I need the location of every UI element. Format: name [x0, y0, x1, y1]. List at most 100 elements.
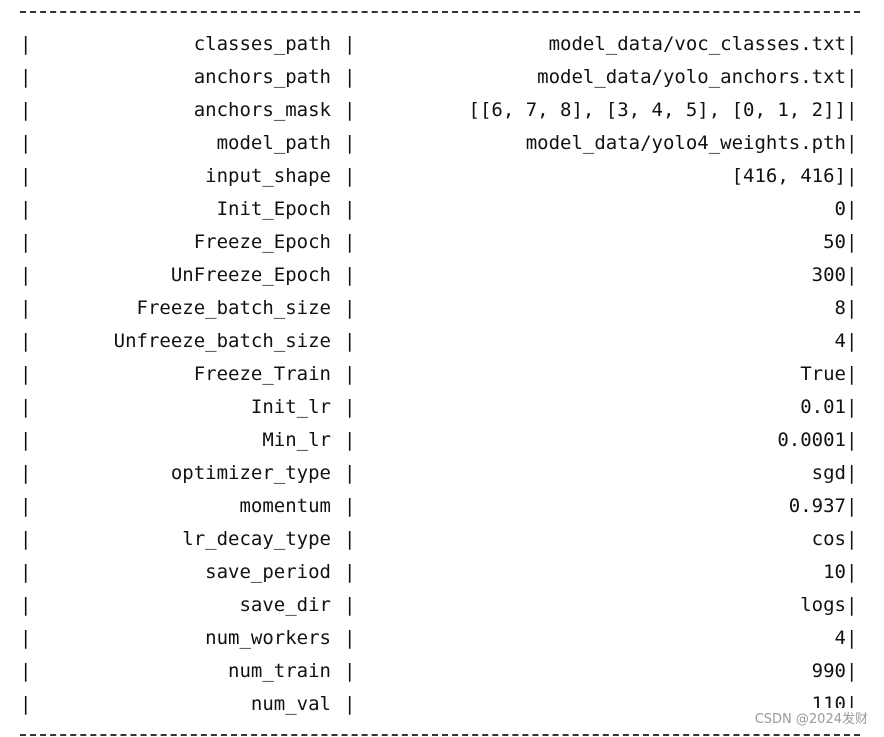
table-row: |model_path|model_data/yolo4_weights.pth…: [0, 127, 884, 160]
table-row: |Freeze_Train|True|: [0, 358, 884, 391]
config-key: num_train: [228, 660, 331, 682]
config-key: optimizer_type: [170, 462, 331, 484]
row-column-divider: |: [344, 693, 356, 715]
row-column-divider: |: [344, 594, 356, 616]
row-right-border: |: [846, 132, 858, 154]
table-row: |Min_lr|0.0001|: [0, 424, 884, 457]
row-right-border: |: [846, 198, 858, 220]
row-left-border: |: [20, 528, 32, 550]
row-right-border: |: [846, 429, 858, 451]
config-value: [416, 416]: [731, 165, 846, 187]
table-row: |UnFreeze_Epoch|300|: [0, 259, 884, 292]
config-table: |classes_path|model_data/voc_classes.txt…: [0, 28, 884, 721]
row-left-border: |: [20, 165, 32, 187]
row-left-border: |: [20, 594, 32, 616]
table-row: |Init_lr|0.01|: [0, 391, 884, 424]
row-column-divider: |: [344, 495, 356, 517]
row-right-border: |: [846, 33, 858, 55]
config-key: anchors_mask: [193, 99, 331, 121]
config-key: input_shape: [205, 165, 331, 187]
config-value: 10: [823, 561, 846, 583]
row-left-border: |: [20, 462, 32, 484]
row-column-divider: |: [344, 297, 356, 319]
config-value: [[6, 7, 8], [3, 4, 5], [0, 1, 2]]: [468, 99, 847, 121]
config-key: UnFreeze_Epoch: [170, 264, 331, 286]
row-right-border: |: [846, 495, 858, 517]
row-left-border: |: [20, 33, 32, 55]
row-left-border: |: [20, 231, 32, 253]
row-column-divider: |: [344, 429, 356, 451]
top-separator: [20, 11, 860, 13]
row-left-border: |: [20, 429, 32, 451]
row-right-border: |: [846, 99, 858, 121]
row-left-border: |: [20, 198, 32, 220]
table-row: |Init_Epoch|0|: [0, 193, 884, 226]
config-value: 4: [834, 330, 846, 352]
config-key: lr_decay_type: [182, 528, 331, 550]
row-right-border: |: [846, 693, 858, 715]
config-key: Min_lr: [262, 429, 331, 451]
table-row: |optimizer_type|sgd|: [0, 457, 884, 490]
row-column-divider: |: [344, 165, 356, 187]
row-right-border: |: [846, 396, 858, 418]
table-row: |save_dir|logs|: [0, 589, 884, 622]
row-column-divider: |: [344, 330, 356, 352]
row-right-border: |: [846, 264, 858, 286]
config-key: Init_Epoch: [216, 198, 331, 220]
row-column-divider: |: [344, 660, 356, 682]
config-key: classes_path: [193, 33, 331, 55]
config-key: Init_lr: [250, 396, 331, 418]
table-row: |num_train|990|: [0, 655, 884, 688]
table-row: |anchors_path|model_data/yolo_anchors.tx…: [0, 61, 884, 94]
row-right-border: |: [846, 165, 858, 187]
config-key: num_val: [250, 693, 331, 715]
row-right-border: |: [846, 561, 858, 583]
row-right-border: |: [846, 627, 858, 649]
config-value: 50: [823, 231, 846, 253]
config-key: anchors_path: [193, 66, 331, 88]
config-value: 300: [811, 264, 846, 286]
row-right-border: |: [846, 66, 858, 88]
row-column-divider: |: [344, 396, 356, 418]
row-right-border: |: [846, 462, 858, 484]
row-column-divider: |: [344, 462, 356, 484]
config-key: Freeze_batch_size: [136, 297, 331, 319]
config-value: model_data/yolo4_weights.pth: [525, 132, 846, 154]
row-right-border: |: [846, 330, 858, 352]
table-row: |save_period|10|: [0, 556, 884, 589]
table-row: |input_shape|[416, 416]|: [0, 160, 884, 193]
row-left-border: |: [20, 99, 32, 121]
row-left-border: |: [20, 495, 32, 517]
row-right-border: |: [846, 363, 858, 385]
row-left-border: |: [20, 660, 32, 682]
table-row: |num_workers|4|: [0, 622, 884, 655]
row-left-border: |: [20, 693, 32, 715]
row-column-divider: |: [344, 33, 356, 55]
table-row: |classes_path|model_data/voc_classes.txt…: [0, 28, 884, 61]
row-column-divider: |: [344, 231, 356, 253]
table-row: |anchors_mask|[[6, 7, 8], [3, 4, 5], [0,…: [0, 94, 884, 127]
config-key: model_path: [216, 132, 331, 154]
config-value: 990: [811, 660, 846, 682]
row-left-border: |: [20, 561, 32, 583]
config-value: 0.01: [800, 396, 846, 418]
row-column-divider: |: [344, 627, 356, 649]
row-left-border: |: [20, 330, 32, 352]
config-value: sgd: [811, 462, 846, 484]
config-value: 0: [834, 198, 846, 220]
row-left-border: |: [20, 297, 32, 319]
row-right-border: |: [846, 231, 858, 253]
config-key: momentum: [239, 495, 331, 517]
table-row: |num_val|110|: [0, 688, 884, 721]
bottom-separator: [20, 734, 860, 736]
table-row: |Freeze_batch_size|8|: [0, 292, 884, 325]
row-right-border: |: [846, 660, 858, 682]
watermark: CSDN @2024发财: [752, 708, 870, 727]
config-value: model_data/yolo_anchors.txt: [537, 66, 846, 88]
config-value: 8: [834, 297, 846, 319]
row-column-divider: |: [344, 264, 356, 286]
row-column-divider: |: [344, 99, 356, 121]
row-left-border: |: [20, 627, 32, 649]
table-row: |Unfreeze_batch_size|4|: [0, 325, 884, 358]
